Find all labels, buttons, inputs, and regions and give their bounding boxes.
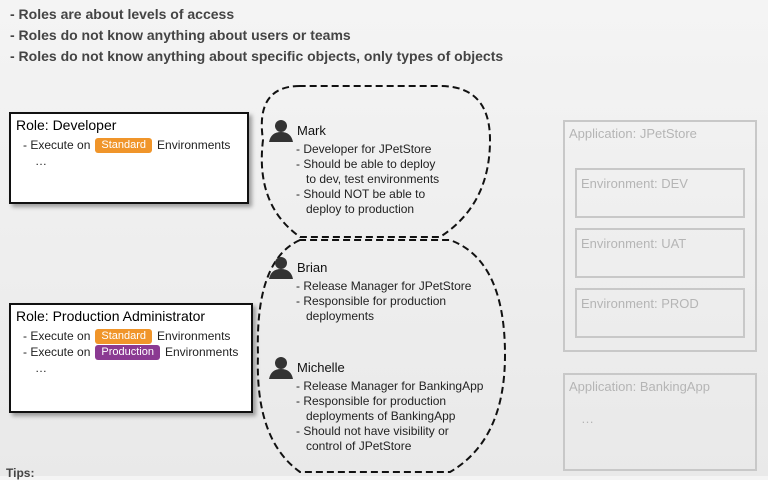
role-developer-card: Role: Developer - Execute on Standard En… <box>9 112 249 204</box>
person-detail: deploy to production <box>306 202 415 216</box>
permission-suffix: Environments <box>157 329 231 343</box>
person-detail: - Responsible for production <box>296 294 447 308</box>
person-name: Mark <box>297 122 326 138</box>
environment-dev: Environment: DEV <box>575 168 745 218</box>
role-ellipsis: … <box>35 154 47 168</box>
bullet-list: - Roles are about levels of access - Rol… <box>10 4 503 67</box>
person-michelle: Michelle - Release Manager for BankingAp… <box>268 355 483 454</box>
role-title: Role: Developer <box>16 117 117 133</box>
bullet-item: - Roles do not know anything about speci… <box>10 48 504 64</box>
permission-prefix: - Execute on <box>23 138 91 152</box>
person-silhouette-icon <box>269 120 293 142</box>
person-detail: control of JPetStore <box>306 439 412 453</box>
permission-suffix: Environments <box>157 138 231 152</box>
standard-tag: Standard <box>95 328 153 344</box>
role-ellipsis: … <box>35 361 47 375</box>
person-detail: - Responsible for production <box>296 394 447 408</box>
developer-group-outline <box>260 85 492 238</box>
person-detail: deployments <box>306 309 375 323</box>
environment-uat: Environment: UAT <box>575 228 745 278</box>
role-permission: - Execute on Production Environments <box>23 344 251 360</box>
production-tag: Production <box>95 344 160 360</box>
role-permission: - Execute on Standard Environments <box>23 137 247 153</box>
person-detail: - Should not have visibility or <box>296 424 449 438</box>
role-production-admin-card: Role: Production Administrator - Execute… <box>9 303 253 413</box>
person-detail: deployments of BankingApp <box>306 409 456 423</box>
standard-tag: Standard <box>95 137 153 153</box>
tips-label: Tips: <box>6 466 35 480</box>
admin-group-outline <box>256 239 507 473</box>
application-ellipsis: … <box>581 411 594 426</box>
person-brian: Brian - Release Manager for JPetStore - … <box>268 255 471 324</box>
bullet-item: - Roles do not know anything about users… <box>10 27 351 43</box>
person-name: Michelle <box>297 359 345 375</box>
person-detail: - Release Manager for BankingApp <box>296 379 484 393</box>
permission-suffix: Environments <box>164 345 239 359</box>
person-detail: - Release Manager for JPetStore <box>296 279 472 293</box>
application-title: Application: JPetStore <box>569 126 697 141</box>
environment-prod: Environment: PROD <box>575 288 745 338</box>
person-detail: - Developer for JPetStore <box>296 142 432 156</box>
person-detail: - Should be able to deploy <box>296 157 436 171</box>
environment-title: Environment: PROD <box>581 296 699 311</box>
person-silhouette-icon <box>269 257 293 279</box>
person-silhouette-icon <box>269 357 293 379</box>
environment-title: Environment: DEV <box>581 176 688 191</box>
environment-title: Environment: UAT <box>581 236 687 251</box>
permission-prefix: - Execute on <box>23 345 91 359</box>
application-bankingapp: Application: BankingApp … <box>563 373 757 471</box>
application-jpetstore: Application: JPetStore Environment: DEV … <box>563 120 757 352</box>
role-permission: - Execute on Standard Environments <box>23 328 251 344</box>
bullet-item: - Roles are about levels of access <box>10 6 235 22</box>
application-title: Application: BankingApp <box>569 379 710 394</box>
person-mark: Mark - Developer for JPetStore - Should … <box>268 118 439 217</box>
person-detail: - Should NOT be able to <box>296 187 426 201</box>
person-detail: to dev, test environments <box>306 172 440 186</box>
person-name: Brian <box>297 259 328 275</box>
permission-prefix: - Execute on <box>23 329 91 343</box>
role-title: Role: Production Administrator <box>16 308 206 324</box>
